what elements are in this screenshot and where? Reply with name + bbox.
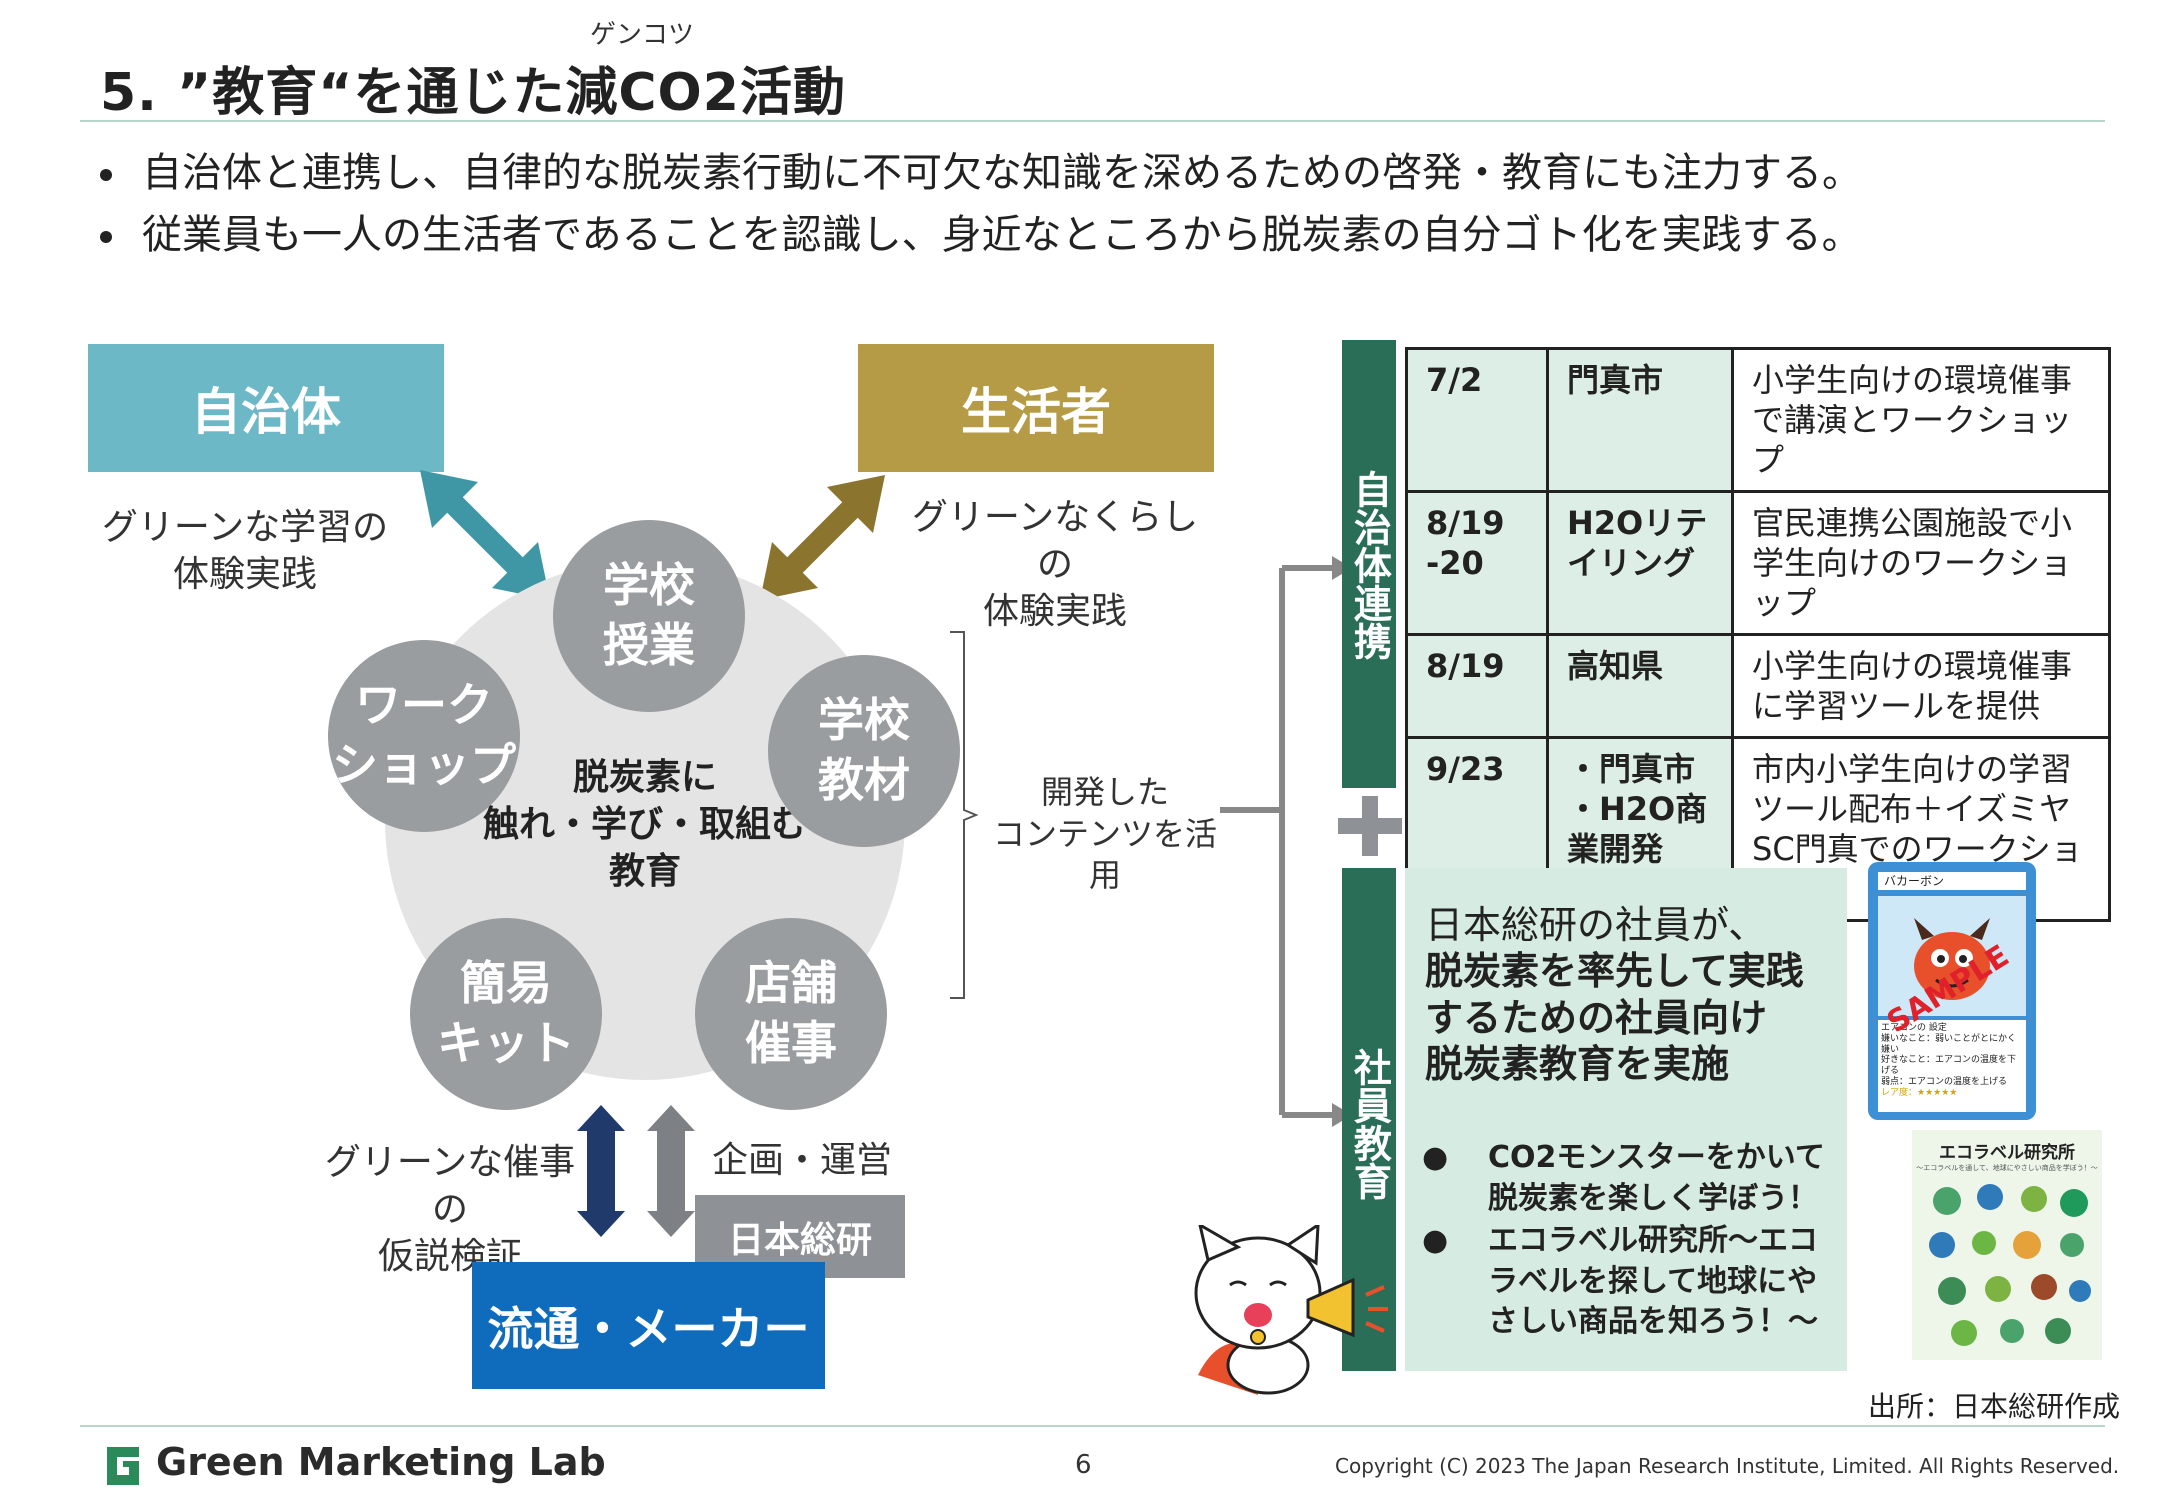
monster-illustration-icon [1914, 918, 1990, 1000]
row-date: 8/19 [1405, 633, 1549, 739]
title-divider [80, 120, 2105, 122]
bullet-item: 従業員も一人の生活者であることを認識し、身近なところから脱炭素の自分ゴト化を実践… [100, 202, 1862, 260]
row-place: H2Oリテイリング [1546, 490, 1734, 636]
label-line: グリーンな催事の [324, 1142, 576, 1230]
label-planning: 企画・運営 [712, 1140, 893, 1181]
label-line: グリーンなくらしの [911, 497, 1199, 585]
jichitai-schedule-table: 7/2 門真市 小学生向けの環境催事で講演とワークショップ 8/19 -20 H… [1405, 347, 2111, 922]
center-line: 触れ・学び・取組む [482, 803, 807, 845]
label-green-event: グリーンな催事の 仮説検証 [310, 1140, 590, 1280]
bullet-dot-icon [100, 231, 112, 243]
bullet-dot-icon: ● [1422, 1223, 1449, 1258]
ecolabel-title: エコラベル研究所 [1939, 1143, 2075, 1163]
plus-icon [1338, 796, 1402, 856]
table-row: 8/19 高知県 小学生向けの環境催事に学習ツールを提供 [1405, 633, 2111, 739]
cat-mascot-icon [1194, 1225, 1388, 1395]
heading-line: 脱炭素教育を実施 [1425, 1042, 1730, 1087]
jichitai-renkei-bar: 自治体連携 [1342, 340, 1396, 788]
label-line: コンテンツを活用 [992, 814, 1217, 895]
ecolabel-subtitle: ～エコラベルを通して、地球にやさしい商品を学ぼう！～ [1916, 1164, 2098, 1172]
heading-line: 日本総研の社員が、 [1425, 903, 1767, 947]
source-note: 出所：日本総研作成 [1868, 1390, 2121, 1423]
table-row: 7/2 門真市 小学生向けの環境催事で講演とワークショップ [1405, 347, 2111, 493]
row-desc: 官民連携公園施設で小学生向けのワークショップ [1731, 490, 2111, 636]
ryutsu-maker-label: 流通・メーカー [487, 1301, 810, 1356]
footer-divider [80, 1425, 2105, 1427]
bullet-text: 従業員も一人の生活者であることを認識し、身近なところから脱炭素の自分ゴト化を実践… [142, 212, 1862, 258]
shain-kyouiku-list: ● CO2モンスターをかいて脱炭素を楽しく学ぼう！ ● エコラベル研究所～エコラベル… [1422, 1138, 1832, 1343]
label-line: グリーンな学習の [101, 507, 389, 548]
shain-kyouiku-panel [1405, 868, 1847, 1371]
nihon-souken-label: 日本総研 [727, 1219, 872, 1261]
jichitai-renkei-label: 自治体連携 [1347, 470, 1392, 660]
circle-school-class: 学校授業 [553, 520, 745, 712]
jichitai-label: 自治体 [191, 383, 341, 441]
row-place: 門真市 [1546, 347, 1734, 493]
row-date: 8/19 -20 [1405, 490, 1549, 636]
card-name: バカーボン [1878, 872, 2026, 890]
title-ruby: ゲンコツ [590, 20, 695, 50]
double-arrow-teal-icon [420, 470, 550, 600]
label-line: 体験実践 [982, 590, 1127, 632]
bullet-text: 自治体と連携し、自律的な脱炭素行動に不可欠な知識を深めるための啓発・教育にも注力… [142, 150, 1862, 196]
table-row: 8/19 -20 H2Oリテイリング 官民連携公園施設で小学生向けのワークショッ… [1405, 490, 2111, 636]
green-marketing-lab-logo-icon [107, 1447, 139, 1485]
row-desc: 小学生向けの環境催事に学習ツールを提供 [1731, 633, 2111, 739]
shain-kyouiku-label: 社員教育 [1347, 1048, 1392, 1200]
bullet-dot-icon [100, 169, 112, 181]
card-image [1878, 896, 2026, 1016]
circle-workshop: ワークショップ [328, 640, 520, 832]
label-line: 開発した [1040, 773, 1169, 811]
ecolabel-card: エコラベル研究所 ～エコラベルを通して、地球にやさしい商品を学ぼう！～ [1912, 1130, 2102, 1360]
page-number: 6 [1075, 1450, 1092, 1480]
contents-label: 開発した コンテンツを活用 [985, 772, 1225, 897]
ecolabel-logos-icon [1929, 1184, 2091, 1346]
copyright: Copyright (C) 2023 The Japan Research In… [1335, 1454, 2120, 1478]
label-green-learning: グリーンな学習の 体験実践 [100, 505, 390, 599]
vertical-double-arrows-icon [577, 1105, 695, 1237]
list-item: ● CO2モンスターをかいて脱炭素を楽しく学ぼう！ [1422, 1138, 1832, 1219]
footer-brand: Green Marketing Lab [156, 1440, 606, 1484]
circle-store-event: 店舗催事 [695, 918, 887, 1110]
page-title: 5. ”教育“を通じた減CO2活動 [100, 63, 846, 123]
list-item: ● エコラベル研究所～エコラベルを探して地球にやさしい商品を知ろう！～ [1422, 1221, 1832, 1343]
seikatsusha-label: 生活者 [961, 383, 1111, 441]
row-place: 高知県 [1546, 633, 1734, 739]
bracket-icon [950, 631, 978, 999]
connector-arrows [1220, 556, 1352, 1127]
label-green-living: グリーンなくらしの 体験実践 [900, 495, 1210, 635]
list-item-text: エコラベル研究所～エコラベルを探して地球にやさしい商品を知ろう！～ [1488, 1223, 1818, 1339]
center-line: 脱炭素に [572, 757, 717, 798]
center-line: 教育 [608, 850, 681, 892]
list-item-text: CO2モンスターをかいて脱炭素を楽しく学ぼう！ [1488, 1140, 1825, 1216]
seikatsusha-box: 生活者 [858, 344, 1214, 472]
label-line: 体験実践 [172, 553, 317, 595]
center-text: 脱炭素に 触れ・学び・取組む 教育 [470, 755, 820, 895]
jichitai-box: 自治体 [88, 344, 444, 472]
card-text: エアコンの 設定 嫌いなこと：弱いことがとにかく嫌い 好きなこと：エアコンの温度… [1878, 1020, 2026, 1112]
double-arrow-gold-icon [760, 475, 885, 600]
circle-simple-kit: 簡易キット [410, 918, 602, 1110]
monster-card: バカーボン エアコンの 設定 嫌いなこと：弱いことがとにかく嫌い 好きなこと：エ… [1868, 862, 2036, 1120]
heading-line: するための社員向け [1425, 995, 1768, 1040]
ryutsu-maker-box: 流通・メーカー [472, 1262, 825, 1389]
bullet-item: 自治体と連携し、自律的な脱炭素行動に不可欠な知識を深めるための啓発・教育にも注力… [100, 140, 1862, 198]
heading-line: 脱炭素を率先して実践 [1425, 949, 1804, 994]
row-desc: 小学生向けの環境催事で講演とワークショップ [1731, 347, 2111, 493]
circle-school-material: 学校教材 [768, 655, 960, 847]
bullet-dot-icon: ● [1422, 1140, 1449, 1175]
shain-kyouiku-heading: 日本総研の社員が、 脱炭素を率先して実践 するための社員向け 脱炭素教育を実施 [1425, 902, 1845, 1087]
row-date: 7/2 [1405, 347, 1549, 493]
